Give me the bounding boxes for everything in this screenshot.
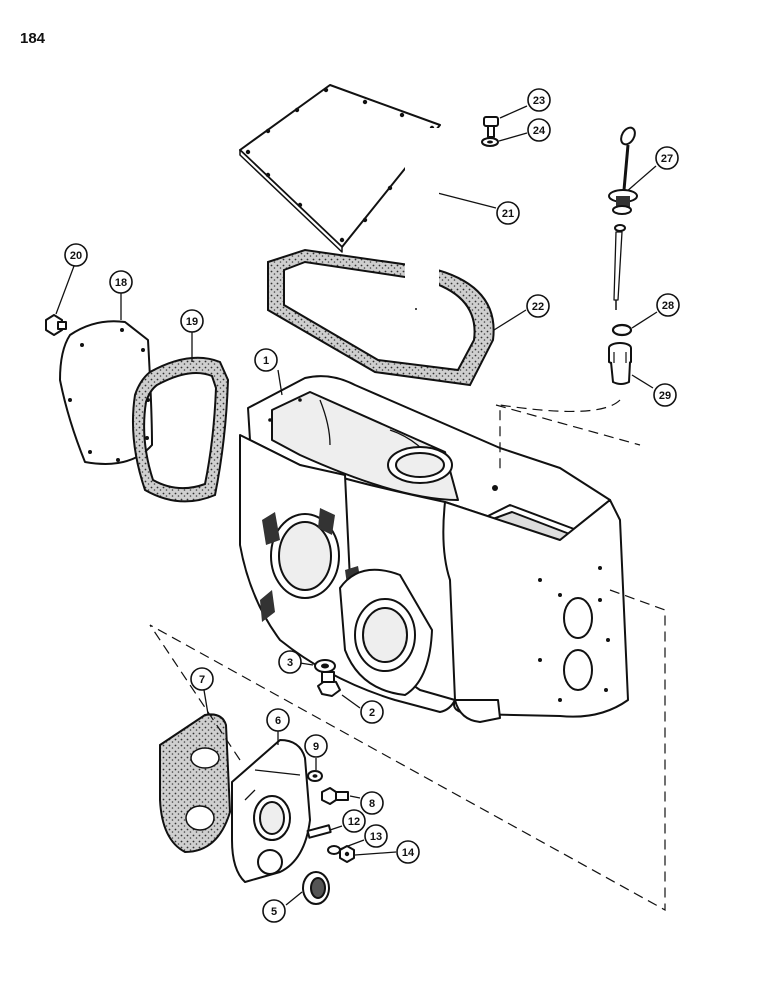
callout-1 xyxy=(254,348,278,372)
dipstick-shaft xyxy=(608,126,638,310)
callout-7-label: 7 xyxy=(199,674,205,686)
callout-5 xyxy=(262,899,286,923)
callout-14-label: 14 xyxy=(402,847,415,859)
callout-19 xyxy=(180,309,204,333)
o-ring xyxy=(611,323,633,337)
callout-18 xyxy=(109,270,133,294)
callout-9-label: 9 xyxy=(313,741,319,753)
callout-19-label: 19 xyxy=(186,316,198,328)
stud-washer xyxy=(327,845,341,855)
callout-24-label: 24 xyxy=(533,125,546,137)
callout-22 xyxy=(526,294,550,318)
callout-18-label: 18 xyxy=(115,277,127,289)
callout-21 xyxy=(496,201,520,225)
callout-6-label: 6 xyxy=(275,715,281,727)
callout-13-label: 13 xyxy=(370,831,382,843)
callout-2 xyxy=(360,700,384,724)
flat-washer xyxy=(307,770,323,782)
dipstick-tube-fitting xyxy=(608,342,632,385)
stud xyxy=(306,824,332,839)
callout-29-label: 29 xyxy=(659,390,671,402)
side-cover-plate xyxy=(59,320,153,465)
mask xyxy=(405,128,439,308)
oil-seal xyxy=(302,871,330,905)
callout-27-label: 27 xyxy=(661,153,673,165)
callout-28 xyxy=(656,293,680,317)
page-number: 184 xyxy=(20,30,46,47)
callout-23 xyxy=(527,88,551,112)
callout-5-label: 5 xyxy=(271,906,277,918)
callout-14 xyxy=(396,840,420,864)
callouts: 1 2 3 5 6 7 8 9 12 13 xyxy=(55,88,680,923)
cover-cap-screw xyxy=(321,787,349,805)
callout-27 xyxy=(655,146,679,170)
callout-1-label: 1 xyxy=(263,355,269,367)
callout-6 xyxy=(266,708,290,732)
front-cover-gasket xyxy=(159,713,232,854)
callout-12 xyxy=(342,809,366,833)
callout-22-label: 22 xyxy=(532,301,544,313)
side-gasket xyxy=(131,356,230,503)
callout-20 xyxy=(64,243,88,267)
callout-8-label: 8 xyxy=(369,798,375,810)
drain-plug-washer xyxy=(314,659,336,673)
top-cover-plate xyxy=(239,84,441,253)
callout-9 xyxy=(304,734,328,758)
callout-21-label: 21 xyxy=(502,208,514,220)
callout-3-label: 3 xyxy=(287,657,293,669)
callout-29 xyxy=(653,383,677,407)
callout-23-label: 23 xyxy=(533,95,545,107)
callout-7 xyxy=(190,667,214,691)
callout-2-label: 2 xyxy=(369,707,375,719)
callout-3 xyxy=(278,650,302,674)
top-gasket xyxy=(267,248,495,387)
alignment-dashes xyxy=(149,399,666,912)
callout-12-label: 12 xyxy=(348,816,360,828)
front-bearing-cover xyxy=(231,739,311,883)
cap-screw xyxy=(483,116,499,138)
callout-20-label: 20 xyxy=(70,250,82,262)
callout-28-label: 28 xyxy=(662,300,674,312)
cover-bolt xyxy=(45,314,67,336)
callout-8 xyxy=(360,791,384,815)
transmission-housing xyxy=(239,375,629,723)
lock-washer xyxy=(481,137,499,147)
callout-24 xyxy=(527,118,551,142)
callout-13 xyxy=(364,824,388,848)
